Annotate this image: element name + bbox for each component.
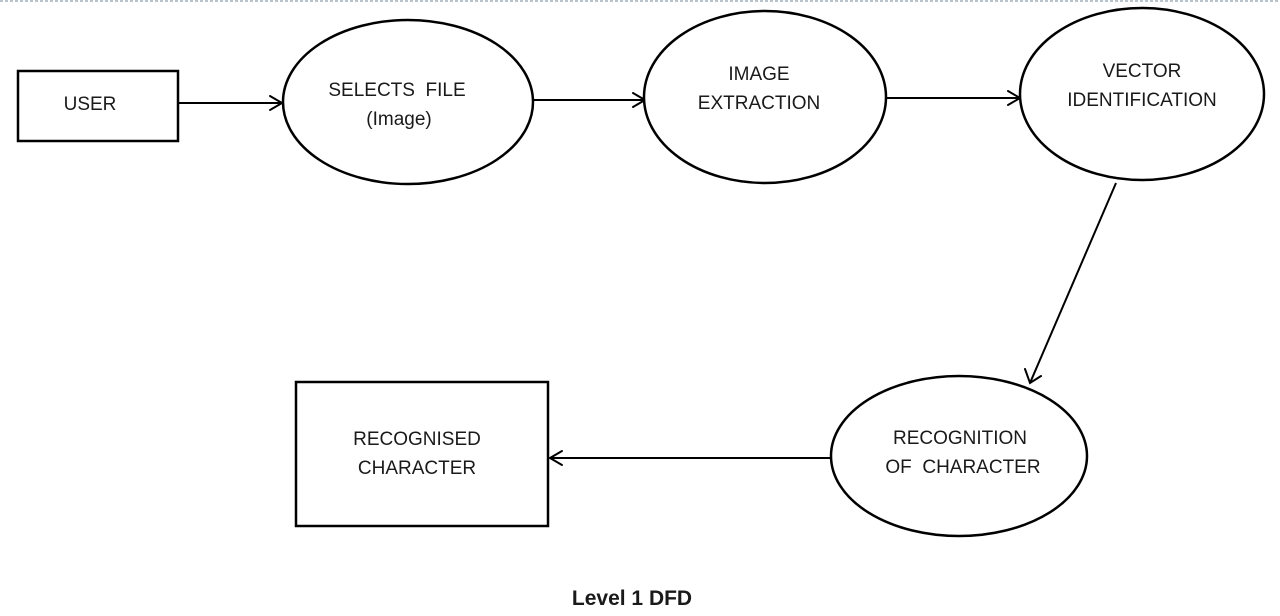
flow-recognition-to-recognised-character (548, 450, 830, 466)
process-recognition-label-line2: OF CHARACTER (885, 457, 1040, 478)
flow-image-extraction-to-vector-identification (886, 90, 1022, 106)
process-recognition-of-character: RECOGNITION OF CHARACTER (829, 374, 1089, 538)
diagram-caption: Level 1 DFD (572, 587, 692, 610)
process-recognition-label-line1: RECOGNITION (893, 428, 1027, 449)
process-image-extraction-ellipse (642, 9, 888, 185)
process-vector-identification-ellipse (1018, 6, 1266, 182)
top-border-line (0, 0, 1280, 2)
entity-user-label: USER (64, 94, 117, 115)
process-recognition-ellipse (829, 374, 1089, 538)
entity-user: USER (16, 69, 180, 143)
process-image-extraction: IMAGE EXTRACTION (642, 9, 888, 185)
flow-vector-identification-to-recognition (1024, 182, 1117, 385)
process-vector-identification-label-line2: IDENTIFICATION (1067, 90, 1217, 111)
process-selects-file-label-line2: (Image) (366, 109, 431, 130)
process-image-extraction-label-line2: EXTRACTION (698, 93, 820, 114)
entity-recognised-character-label-line1: RECOGNISED (353, 429, 481, 450)
entity-recognised-character: RECOGNISED CHARACTER (294, 380, 550, 528)
flow-selects-file-to-image-extraction (533, 92, 647, 108)
entity-recognised-character-box (294, 380, 550, 528)
process-vector-identification: VECTOR IDENTIFICATION (1018, 6, 1266, 182)
process-selects-file: SELECTS FILE (Image) (281, 18, 535, 186)
process-selects-file-label-line1: SELECTS FILE (328, 80, 465, 101)
flow-user-to-selects-file (178, 95, 284, 111)
entity-user-box (16, 69, 180, 143)
process-image-extraction-label-line1: IMAGE (728, 64, 789, 85)
entity-recognised-character-label-line2: CHARACTER (358, 458, 476, 479)
process-vector-identification-label-line1: VECTOR (1103, 61, 1182, 82)
process-selects-file-ellipse (281, 18, 535, 186)
